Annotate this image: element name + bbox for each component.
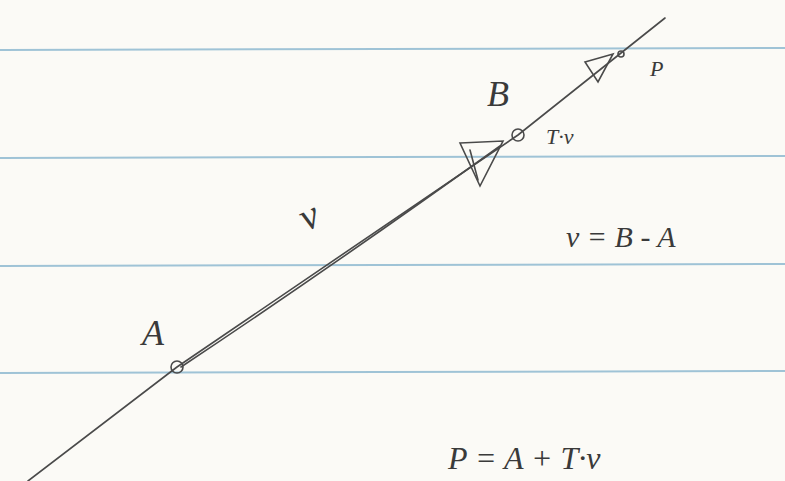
point-dot xyxy=(512,129,524,141)
arrowhead xyxy=(585,54,613,82)
vector-stroke xyxy=(181,146,500,367)
arrowhead xyxy=(460,141,503,186)
point-label: B xyxy=(487,76,509,112)
point-label: A xyxy=(142,315,164,351)
equation: v = B - A xyxy=(566,222,676,252)
equation: P = A + T·v xyxy=(448,442,601,474)
ruled-line xyxy=(0,264,785,266)
point-dot xyxy=(618,51,624,57)
point-dot xyxy=(171,361,183,373)
ruled-line xyxy=(0,156,785,158)
arrowhead-line xyxy=(470,150,478,180)
point-label: P xyxy=(650,58,663,80)
ruled-line xyxy=(0,48,785,50)
ruled-line xyxy=(0,371,785,373)
point-label: T·v xyxy=(546,126,574,148)
